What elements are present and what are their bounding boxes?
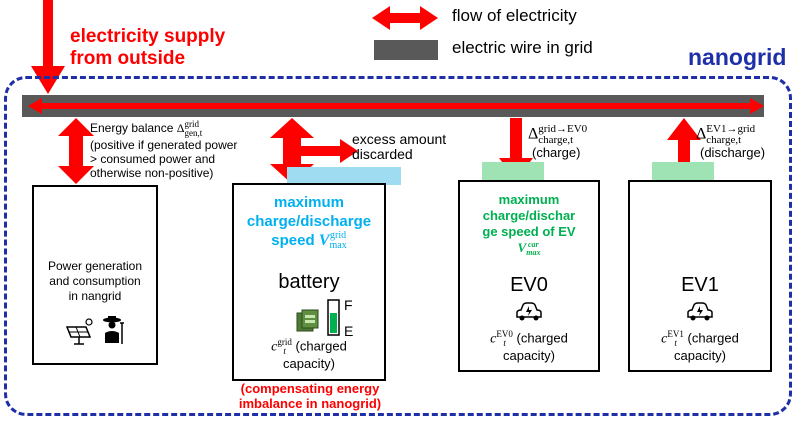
ev0-capacity-sub: t: [503, 338, 506, 348]
ev1-capacity-symbol: c: [661, 331, 668, 347]
ev1-car-icon: [687, 302, 713, 321]
ev0-speed-symbol: V: [517, 240, 527, 255]
battery-capacity-sup: grid: [277, 337, 292, 347]
ev1-title: EV1: [681, 274, 719, 296]
ev1-discharge-arrow-icon: [667, 118, 701, 182]
excess-text: excess amount discarded: [352, 132, 446, 162]
battery-capacity-sub: t: [283, 346, 286, 356]
power-generation-line3: in nangrid: [68, 289, 122, 303]
ev0-capacity-symbol: c: [490, 331, 497, 347]
ev1-capacity-text1: (charged: [687, 330, 739, 346]
flow-legend-arrow-icon: [372, 6, 438, 30]
ev0-delta-note: (charge): [532, 145, 581, 160]
ev0-delta-symbol: Δ: [528, 125, 539, 143]
ev1-delta-symbol: Δ: [696, 125, 707, 143]
ev1-delta-sup: EV1→grid: [706, 123, 756, 135]
farmer-icon: [103, 316, 124, 344]
energy-balance-symbol: Δ: [176, 121, 185, 136]
wire-legend-swatch: [374, 40, 438, 60]
energy-balance-line4: otherwise non-positive): [90, 166, 214, 180]
energy-balance-line2: (positive if generated power: [90, 138, 238, 152]
ev1-delta-note: (discharge): [700, 145, 766, 160]
power-generation-label: Power generation and consumption in nang…: [34, 259, 156, 304]
battery-speed-sup: grid: [330, 230, 347, 242]
flow-legend-label: flow of electricity: [452, 6, 577, 25]
energy-balance-sup: grid: [184, 119, 199, 129]
ev0-capacity-sup: EV0: [496, 329, 513, 339]
battery-speed-line2: charge/discharge: [246, 213, 372, 230]
ev1-charge-pad: [652, 162, 714, 180]
battery-gauge-empty: E: [344, 323, 354, 339]
nanogrid-label: nanogrid: [688, 44, 787, 70]
battery-speed-word: speed: [271, 232, 315, 249]
power-generation-box: Power generation and consumption in nang…: [32, 185, 158, 365]
ev0-charge-pad: [482, 162, 544, 180]
battery-gauge-full: F: [344, 297, 353, 313]
outside-supply-line2: from outside: [70, 48, 186, 69]
battery-capacity-line2: capacity): [282, 356, 336, 371]
energy-balance-line3: > consumed power and: [90, 152, 216, 166]
energy-balance-sub: gen,t: [184, 128, 203, 138]
outside-supply-line1: electricity supply: [70, 26, 226, 47]
excess-line1: excess amount: [352, 131, 447, 147]
battery-note: (compensating energy imbalance in nanogr…: [224, 381, 396, 411]
ev0-capacity-line2: capacity): [502, 348, 556, 363]
ev0-delta-sub: charge,t: [538, 134, 574, 146]
battery-speed-line1: maximum: [273, 194, 345, 211]
battery-capacity-text1: (charged: [295, 338, 347, 354]
battery-speed-sub: max: [329, 240, 347, 252]
outside-supply-label: electricity supply from outside: [70, 26, 225, 70]
ev1-capacity-sub: t: [674, 338, 677, 348]
ev0-car-icon: [516, 302, 542, 321]
excess-line2: discarded: [352, 146, 413, 162]
solar-panel-icon: [65, 318, 93, 345]
ev0-speed-line2: charge/dischar: [482, 208, 576, 223]
ev0-capacity-text1: (charged: [516, 330, 568, 346]
energy-balance-prefix: Energy balance: [90, 121, 174, 136]
ev0-speed-sup: car: [528, 239, 539, 249]
power-generation-line2: and consumption: [49, 274, 141, 288]
ev0-speed-line1: maximum: [498, 192, 560, 207]
ev1-delta-sub: charge,t: [706, 134, 742, 146]
battery-capacity-symbol: c: [271, 339, 278, 355]
battery-note-line1: (compensating energy: [240, 381, 380, 396]
battery-pack-icon: [296, 309, 319, 332]
ev1-capacity-line2: capacity): [673, 348, 727, 363]
battery-charge-pad: [287, 167, 401, 185]
battery-gauge-icon: [327, 299, 340, 336]
wire-legend-label: electric wire in grid: [452, 38, 593, 57]
power-generation-line1: Power generation: [47, 259, 143, 273]
energy-balance-arrow-icon: [58, 118, 94, 184]
battery-title: battery: [278, 271, 340, 293]
nanogrid-boundary: [4, 76, 792, 416]
outside-supply-arrow-icon: [31, 0, 65, 94]
ev0-speed-sub: max: [526, 247, 541, 257]
ev0-speed-line3: ge speed of EV: [482, 224, 576, 239]
battery-speed-symbol: V: [318, 232, 330, 249]
grid-wire-flow-arrow-icon: [28, 98, 764, 114]
ev1-capacity-sup: EV1: [667, 329, 684, 339]
ev0-title: EV0: [510, 274, 548, 296]
battery-note-line2: imbalance in nanogrid): [238, 396, 382, 411]
ev0-delta-sup: grid→EV0: [538, 123, 588, 135]
